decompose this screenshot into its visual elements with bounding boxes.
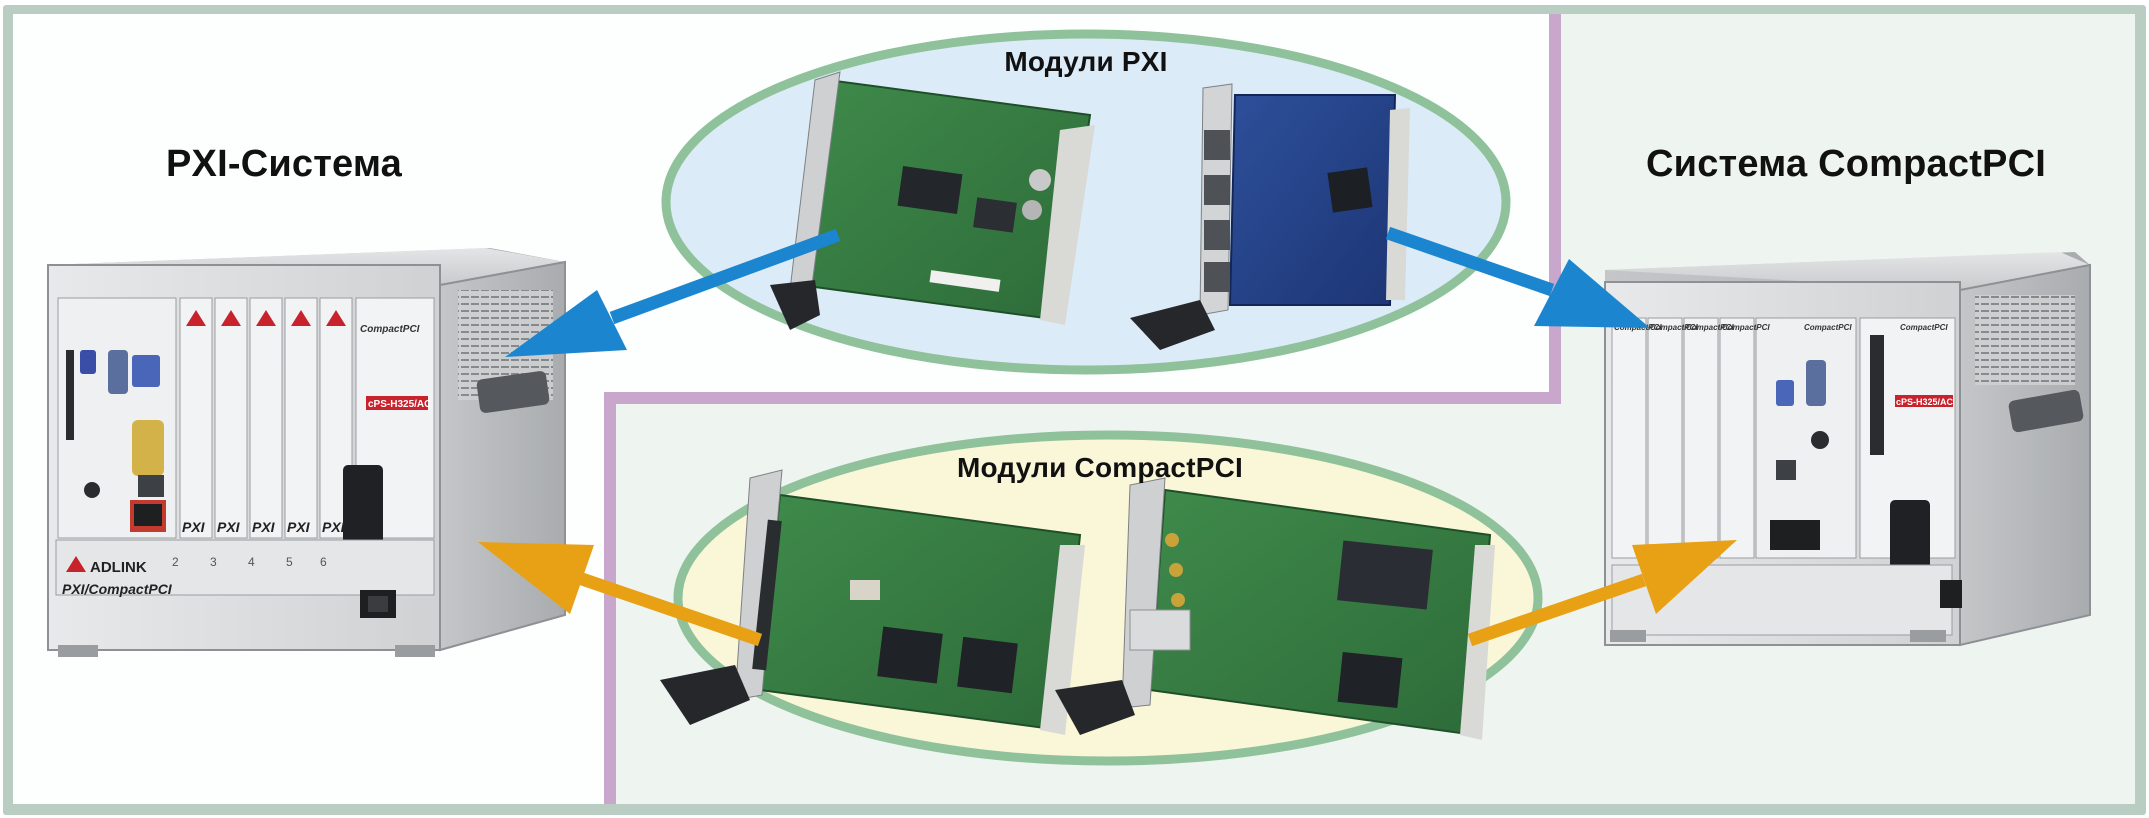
cpci-psu-model: cPS-H325/AC xyxy=(1896,397,1954,407)
pxi-slot-label: PXI xyxy=(252,519,276,535)
pxi-slot-number: 6 xyxy=(320,555,327,569)
cpci-module-right xyxy=(1055,477,1495,740)
zone-divider xyxy=(604,14,1561,804)
cpci-slot-header: CompactPCI xyxy=(1722,323,1770,332)
pxi-chassis-brand: ADLINK xyxy=(90,559,147,576)
arrow-cpci-to-cpci-system xyxy=(1467,540,1737,647)
pxi-slot-label: PXI xyxy=(322,519,346,535)
arrow-cpci-to-pxi-system xyxy=(478,542,763,647)
pxi-slot-number: 3 xyxy=(210,555,217,569)
pxi-modules-title: Модули PXI xyxy=(1004,46,1168,77)
pxi-module-blue xyxy=(1130,83,1410,350)
pxi-system-title: PXI-Система xyxy=(165,143,403,185)
cpci-slot-header: CompactPCI xyxy=(1686,323,1734,332)
pxi-psu-model: cPS-H325/AC xyxy=(368,399,431,410)
cpci-system-title: Система CompactPCI xyxy=(1645,143,2047,185)
pxi-slot-label: PXI xyxy=(182,519,206,535)
arrow-pxi-to-pxi-system xyxy=(505,228,841,357)
cpci-slot-header: CompactPCI xyxy=(1650,323,1698,332)
pxi-slot-number: 2 xyxy=(172,555,179,569)
arrow-pxi-to-cpci-system xyxy=(1385,226,1650,328)
cpci-slot-header: CompactPCI xyxy=(1804,323,1852,332)
cpci-modules-title: Модули CompactPCI xyxy=(956,452,1244,483)
pxi-module-green xyxy=(770,71,1095,330)
pxi-slot-number: 4 xyxy=(248,555,255,569)
pxi-psu-header: CompactPCI xyxy=(360,324,420,335)
cpci-slot-header: CompactPCI xyxy=(1900,323,1948,332)
pxi-chassis: ADLINK PXI/CompactPCI 2 3 4 5 6 PXI PXI … xyxy=(47,248,566,657)
pxi-slot-label: PXI xyxy=(287,519,311,535)
cpci-module-left xyxy=(660,469,1085,735)
pxi-chassis-badge: PXI/CompactPCI xyxy=(62,581,173,597)
cpci-chassis: CompactPCI CompactPCI CompactPCI Compact… xyxy=(1604,252,2091,647)
pxi-slot-number: 5 xyxy=(286,555,293,569)
pxi-slot-label: PXI xyxy=(217,519,241,535)
